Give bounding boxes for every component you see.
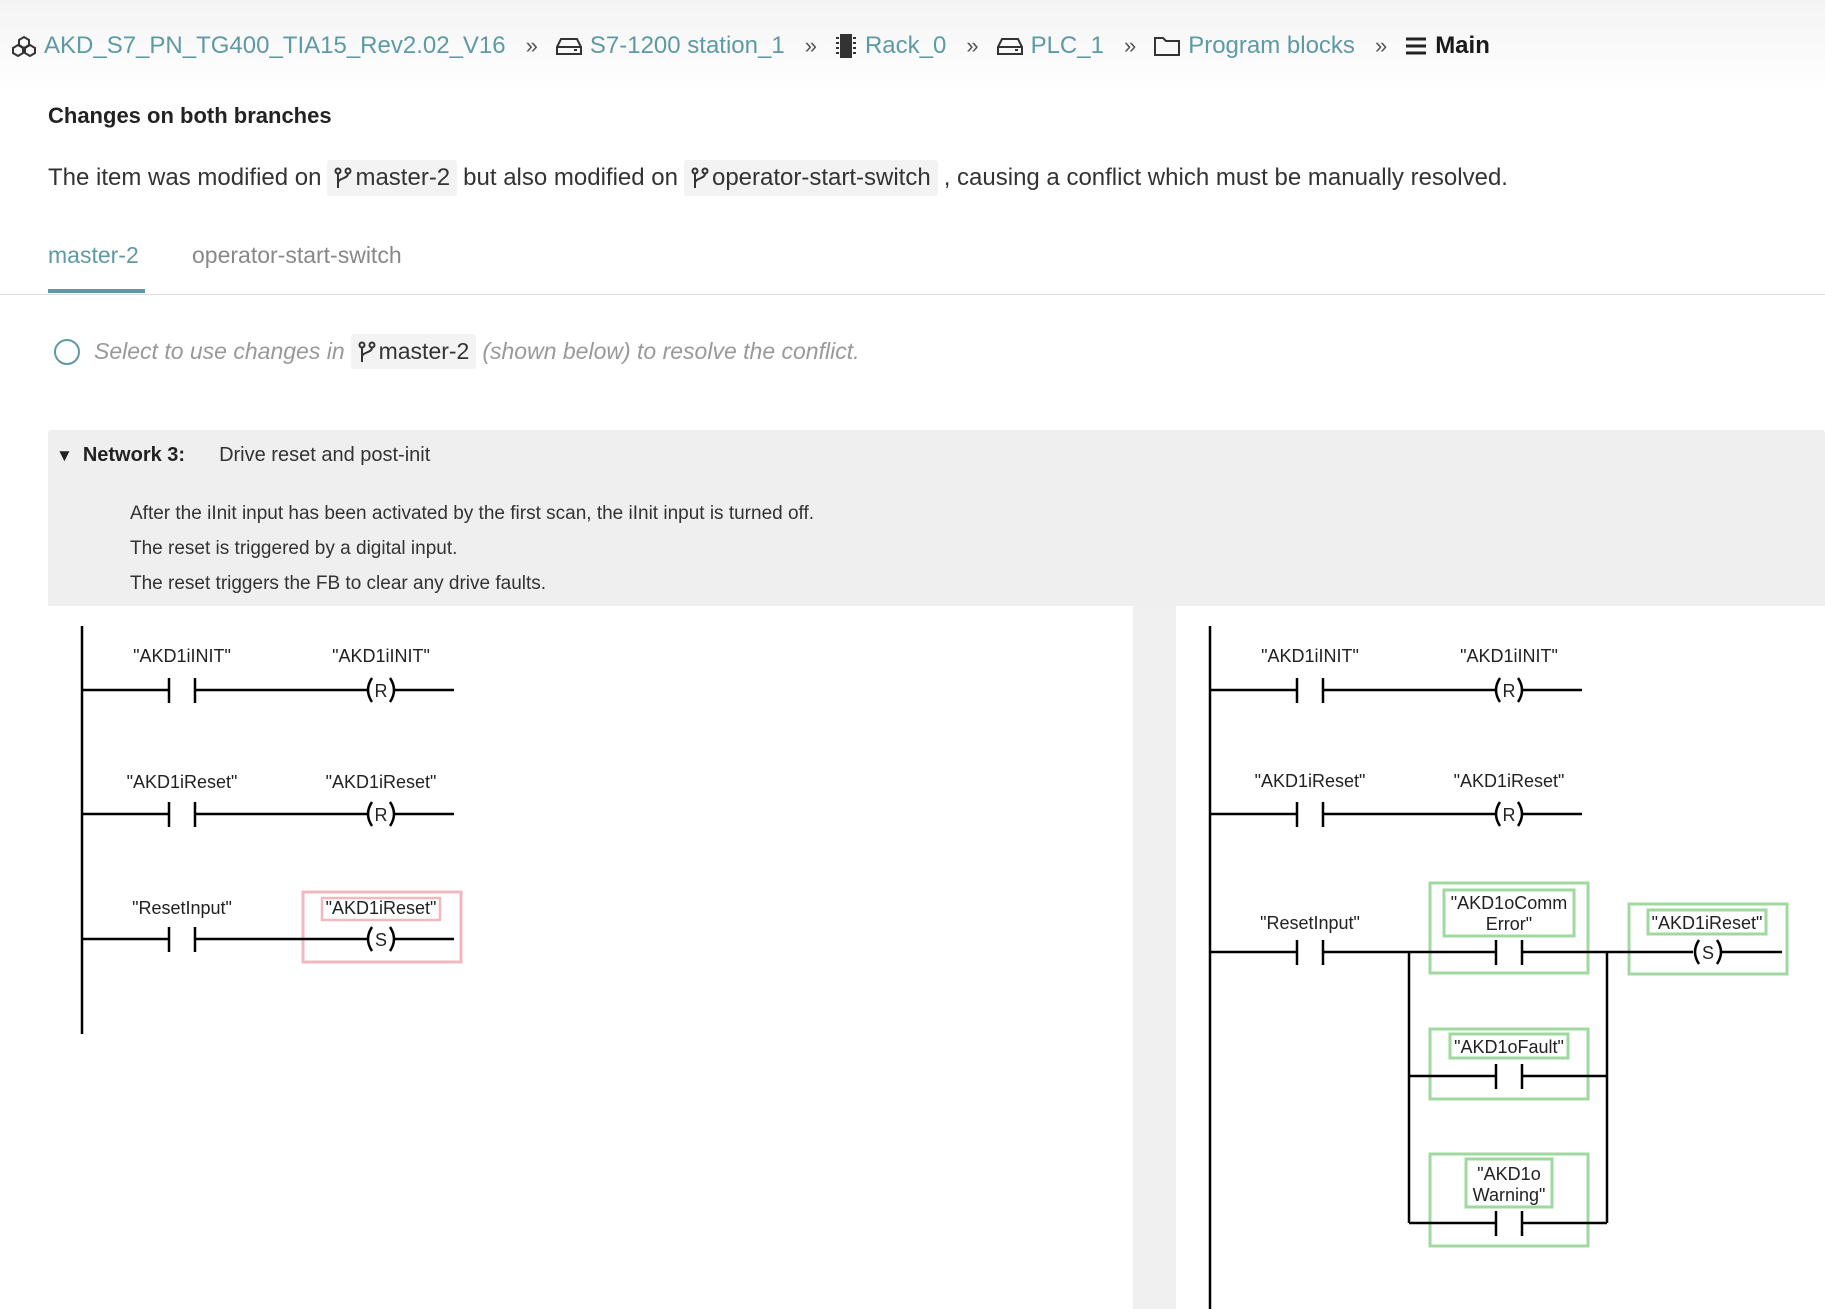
select-prefix: Select to use changes in (94, 338, 345, 364)
tab-master-2[interactable]: master-2 (48, 242, 139, 268)
comment-line: The reset triggers the FB to clear any d… (130, 573, 547, 594)
ladder-diagram-left: "AKD1iINIT" "AKD1iINIT" R "AKD1iReset" "… (80, 626, 463, 1034)
contact-label: "ResetInput" (132, 898, 232, 918)
breadcrumb-separator: » (804, 33, 817, 58)
added-highlight (1428, 1152, 1590, 1248)
branch-icon (334, 167, 352, 188)
rung-2: "AKD1iReset" "AKD1iReset" R (82, 772, 454, 827)
resolve-radio[interactable] (54, 338, 80, 365)
rung-3: "ResetInput" "AKD1oComm Error" "AKD1oFau… (1210, 881, 1789, 1248)
message-prefix: The item was modified on (48, 164, 322, 191)
breadcrumb-item-rack[interactable]: Rack_0 (835, 32, 946, 60)
coil-label: "AKD1iReset" (1652, 913, 1763, 933)
breadcrumb-label: Program blocks (1188, 32, 1355, 59)
coil-label: "AKD1iReset" (326, 772, 437, 792)
folder-icon (1154, 36, 1181, 56)
coil-type: R (375, 805, 388, 825)
conflict-message: The item was modified on master-2 but al… (48, 160, 1508, 196)
branch-name: operator-start-switch (711, 164, 931, 191)
project-icon (12, 35, 36, 57)
rack-icon (835, 33, 857, 59)
added-highlight (1428, 1027, 1590, 1101)
menu-icon (1405, 36, 1427, 56)
breadcrumb-item-station[interactable]: S7-1200 station_1 (555, 32, 785, 60)
parallel-contact-label: "AKD1o (1477, 1164, 1540, 1184)
breadcrumb-separator: » (1123, 33, 1137, 58)
network-header: ▼ Network 3: Drive reset and post-init (56, 444, 430, 467)
parallel-contact-label: Warning" (1473, 1185, 1546, 1205)
breadcrumb-label: PLC_1 (1030, 32, 1104, 59)
coil-label: "AKD1iReset" (1454, 771, 1565, 791)
comment-line: The reset is triggered by a digital inpu… (130, 538, 458, 559)
contact-label: "AKD1iReset" (1255, 771, 1366, 791)
tab-operator-start-switch[interactable]: operator-start-switch (192, 242, 402, 268)
breadcrumb-label: Main (1435, 32, 1490, 59)
parallel-contact-label: Error" (1486, 914, 1532, 934)
network-comment: After the iInit input has been activated… (130, 496, 814, 601)
breadcrumb-label: S7-1200 station_1 (589, 32, 785, 59)
coil-type: R (1503, 681, 1516, 701)
coil-label: "AKD1iINIT" (332, 646, 430, 666)
rung-2: "AKD1iReset" "AKD1iReset" R (1210, 771, 1582, 827)
breadcrumb-item-plc[interactable]: PLC_1 (996, 32, 1104, 60)
branch-chip-b: operator-start-switch (683, 160, 938, 196)
message-suffix: , causing a conflict which must be manua… (943, 164, 1508, 191)
rung-1: "AKD1iINIT" "AKD1iINIT" R (82, 646, 454, 703)
parallel-contact-label: "AKD1oComm (1451, 893, 1567, 913)
added-highlight (1442, 888, 1576, 938)
coil-type: R (1503, 805, 1516, 825)
branch-icon (358, 341, 376, 362)
removed-highlight (320, 896, 442, 922)
added-highlight (1428, 881, 1590, 975)
branch-name: master-2 (355, 164, 451, 191)
branch-icon (691, 167, 709, 188)
added-highlight (1464, 1157, 1554, 1209)
removed-highlight (301, 890, 463, 964)
coil-type: S (1702, 943, 1714, 963)
breadcrumb-separator: » (966, 33, 979, 58)
coil-type: R (375, 681, 388, 701)
ladder-diagram-right: "AKD1iINIT" "AKD1iINIT" R "AKD1iReset" "… (1208, 626, 1789, 1309)
comment-line: After the iInit input has been activated… (130, 503, 815, 524)
plc-icon (996, 36, 1023, 56)
parallel-contact-label: "AKD1oFault" (1454, 1037, 1564, 1057)
rung-1: "AKD1iINIT" "AKD1iINIT" R (1210, 646, 1582, 703)
breadcrumb-item-program-blocks[interactable]: Program blocks (1154, 32, 1355, 60)
breadcrumb-label: AKD_S7_PN_TG400_TIA15_Rev2.02_V16 (44, 32, 506, 59)
contact-label: "AKD1iINIT" (1261, 646, 1359, 666)
contact-label: "AKD1iReset" (127, 772, 238, 792)
coil-type: S (375, 930, 387, 950)
collapse-triangle-icon[interactable]: ▼ (56, 445, 73, 465)
station-icon (555, 36, 582, 56)
ladder-panel-operator-start-switch: "AKD1iINIT" "AKD1iINIT" R "AKD1iReset" "… (1176, 606, 1825, 1309)
network-label: Network 3: (82, 444, 186, 466)
network-block: ▼ Network 3: Drive reset and post-init A… (48, 430, 1825, 608)
added-highlight (1448, 1032, 1570, 1060)
branch-chip-select: master-2 (350, 334, 477, 369)
contact-label: "ResetInput" (1260, 913, 1360, 933)
added-highlight (1627, 902, 1789, 976)
network-title: Drive reset and post-init (219, 444, 431, 466)
breadcrumb-item-main: Main (1405, 32, 1490, 60)
top-bar: AKD_S7_PN_TG400_TIA15_Rev2.02_V16 » S7-1… (0, 0, 1825, 92)
active-tab-indicator (48, 289, 145, 293)
conflict-heading: Changes on both branches (48, 103, 332, 128)
breadcrumb: AKD_S7_PN_TG400_TIA15_Rev2.02_V16 » S7-1… (12, 28, 1490, 64)
branch-chip-a: master-2 (327, 160, 458, 196)
rung-3: "ResetInput" "AKD1iReset" S (82, 890, 463, 964)
contact-label: "AKD1iINIT" (133, 646, 231, 666)
message-middle: but also modified on (463, 164, 678, 191)
branch-name: master-2 (378, 338, 470, 364)
branch-tabs: master-2 operator-start-switch (0, 230, 1825, 295)
breadcrumb-separator: » (1374, 33, 1388, 58)
select-suffix: (shown below) to resolve the conflict. (482, 338, 860, 364)
added-highlight (1646, 908, 1768, 936)
ladder-panel-master-2: "AKD1iINIT" "AKD1iINIT" R "AKD1iReset" "… (48, 606, 1133, 1309)
breadcrumb-label: Rack_0 (864, 32, 947, 59)
breadcrumb-separator: » (525, 33, 538, 58)
breadcrumb-item-project[interactable]: AKD_S7_PN_TG400_TIA15_Rev2.02_V16 (12, 32, 506, 60)
resolve-option[interactable]: Select to use changes in master-2 (shown… (54, 334, 859, 369)
coil-label: "AKD1iINIT" (1460, 646, 1558, 666)
coil-label: "AKD1iReset" (326, 898, 437, 918)
